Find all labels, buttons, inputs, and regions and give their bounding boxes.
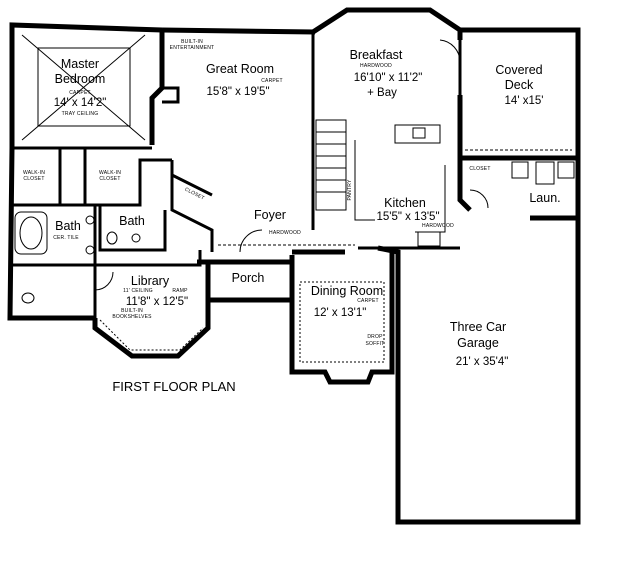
toilet xyxy=(21,292,35,304)
wall-kitchen-east xyxy=(457,95,472,212)
library-bay xyxy=(99,319,204,351)
fixtures xyxy=(14,34,579,440)
sink xyxy=(85,215,95,225)
breakfast-note: HARDWOOD xyxy=(360,63,392,69)
master-note-1: CARPET xyxy=(69,90,90,96)
garage-name-1: Three Car xyxy=(450,320,506,334)
deck-name-2: Deck xyxy=(505,78,534,92)
bathtub-basin xyxy=(19,216,43,250)
dryer xyxy=(535,161,555,185)
laundry-sink xyxy=(557,161,575,179)
kitchen-name: Kitchen xyxy=(384,196,426,210)
breakfast-name: Breakfast xyxy=(350,48,403,62)
dining-note: CARPET xyxy=(357,298,378,304)
library-dims: 11'8" x 12'5" xyxy=(126,296,188,308)
walkin2-line1: WALK-IN xyxy=(99,170,121,176)
wall-dining xyxy=(289,252,395,385)
garage-name-2: Garage xyxy=(457,336,499,350)
breakfast-dims: 16'10" x 11'2" xyxy=(354,72,423,84)
sink xyxy=(85,245,95,255)
stairs xyxy=(315,119,347,211)
master-dims: 14' x 14'2" xyxy=(54,97,107,109)
drop-soffit xyxy=(299,281,385,363)
deck-name-1: Covered xyxy=(495,63,542,77)
library-name: Library xyxy=(131,274,170,288)
great-builtin-1: BUILT-IN xyxy=(181,39,203,45)
wall-deck xyxy=(460,27,581,158)
kitchen-sink xyxy=(412,127,426,139)
breakfast-bay: + Bay xyxy=(367,87,397,99)
dining-drop-1: DROP xyxy=(367,334,383,340)
porch-name: Porch xyxy=(232,271,265,285)
wall-bath1 xyxy=(12,263,97,318)
interior-walls xyxy=(12,32,462,318)
foyer-note: HARDWOOD xyxy=(269,230,301,236)
wall-west-lower xyxy=(7,147,95,321)
wall-bath2 xyxy=(98,205,167,252)
garage-dims: 21' x 35'4" xyxy=(456,356,509,368)
pantry-label: PANTRY xyxy=(347,179,353,200)
room-labels: Master Bedroom CARPET 14' x 14'2" TRAY C… xyxy=(23,39,561,368)
library-note-4: BOOKSHELVES xyxy=(112,314,152,320)
door-swing xyxy=(439,39,461,63)
bath2-name: Bath xyxy=(119,214,145,228)
dining-drop-2: SOFFIT xyxy=(366,341,385,347)
wall-north-great xyxy=(161,27,316,35)
door-swing xyxy=(239,229,263,253)
wall-fireplace xyxy=(162,86,180,104)
tray-line xyxy=(21,34,146,141)
great-room-name: Great Room xyxy=(206,62,274,76)
door-swing xyxy=(469,189,489,209)
great-room-note: CARPET xyxy=(261,78,282,84)
laundry-name: Laun. xyxy=(529,191,560,205)
wall-closets-bottom xyxy=(12,158,172,207)
plan-title: FIRST FLOOR PLAN xyxy=(112,379,235,394)
bathtub xyxy=(14,211,48,255)
range xyxy=(417,231,441,247)
great-builtin-2: ENTERTAINMENT xyxy=(170,45,215,51)
wall-garage xyxy=(377,218,581,525)
master-name-1: Master xyxy=(61,57,99,71)
wall-west-master xyxy=(9,22,163,148)
kitchen-note: HARDWOOD xyxy=(422,223,454,229)
wall-closet-front xyxy=(171,173,213,197)
washer xyxy=(511,161,529,179)
wall-master-east xyxy=(149,30,165,145)
kitchen-counter xyxy=(354,140,375,221)
wall-porch-top xyxy=(208,255,295,265)
dining-name: Dining Room xyxy=(311,284,383,298)
walkin1-line1: WALK-IN xyxy=(23,170,45,176)
toilet xyxy=(106,231,118,245)
master-name-2: Bedroom xyxy=(55,72,106,86)
deck-dims: 14' x15' xyxy=(505,95,544,107)
walkin1-line2: CLOSET xyxy=(23,176,44,182)
closet2-label: CLOSET xyxy=(469,166,490,172)
door-swing xyxy=(94,271,114,291)
wall-breakfast-bay xyxy=(311,7,463,40)
wall-laundry xyxy=(460,155,581,221)
sink xyxy=(131,233,141,243)
wall-library-top xyxy=(95,250,202,267)
dining-dims: 12' x 13'1" xyxy=(314,307,367,319)
bath1-name: Bath xyxy=(55,219,81,233)
library-note-2: RAMP xyxy=(172,288,188,294)
kitchen-island xyxy=(394,124,441,144)
bath1-note: CER. TILE xyxy=(53,235,79,241)
great-room-dims: 15'8" x 19'5" xyxy=(206,86,269,98)
library-note-1: 11' CEILING xyxy=(123,288,153,294)
library-note-3: BUILT-IN xyxy=(121,308,143,314)
walkin2-line2: CLOSET xyxy=(99,176,120,182)
kitchen-dims: 15'5" x 13'5" xyxy=(376,211,439,223)
wall-porch xyxy=(205,262,292,303)
wall-foyer-closet xyxy=(170,160,214,252)
master-note-2: TRAY CEILING xyxy=(62,111,99,117)
walls xyxy=(7,7,581,525)
foyer-name: Foyer xyxy=(254,208,286,222)
tray-ceiling xyxy=(37,47,131,127)
